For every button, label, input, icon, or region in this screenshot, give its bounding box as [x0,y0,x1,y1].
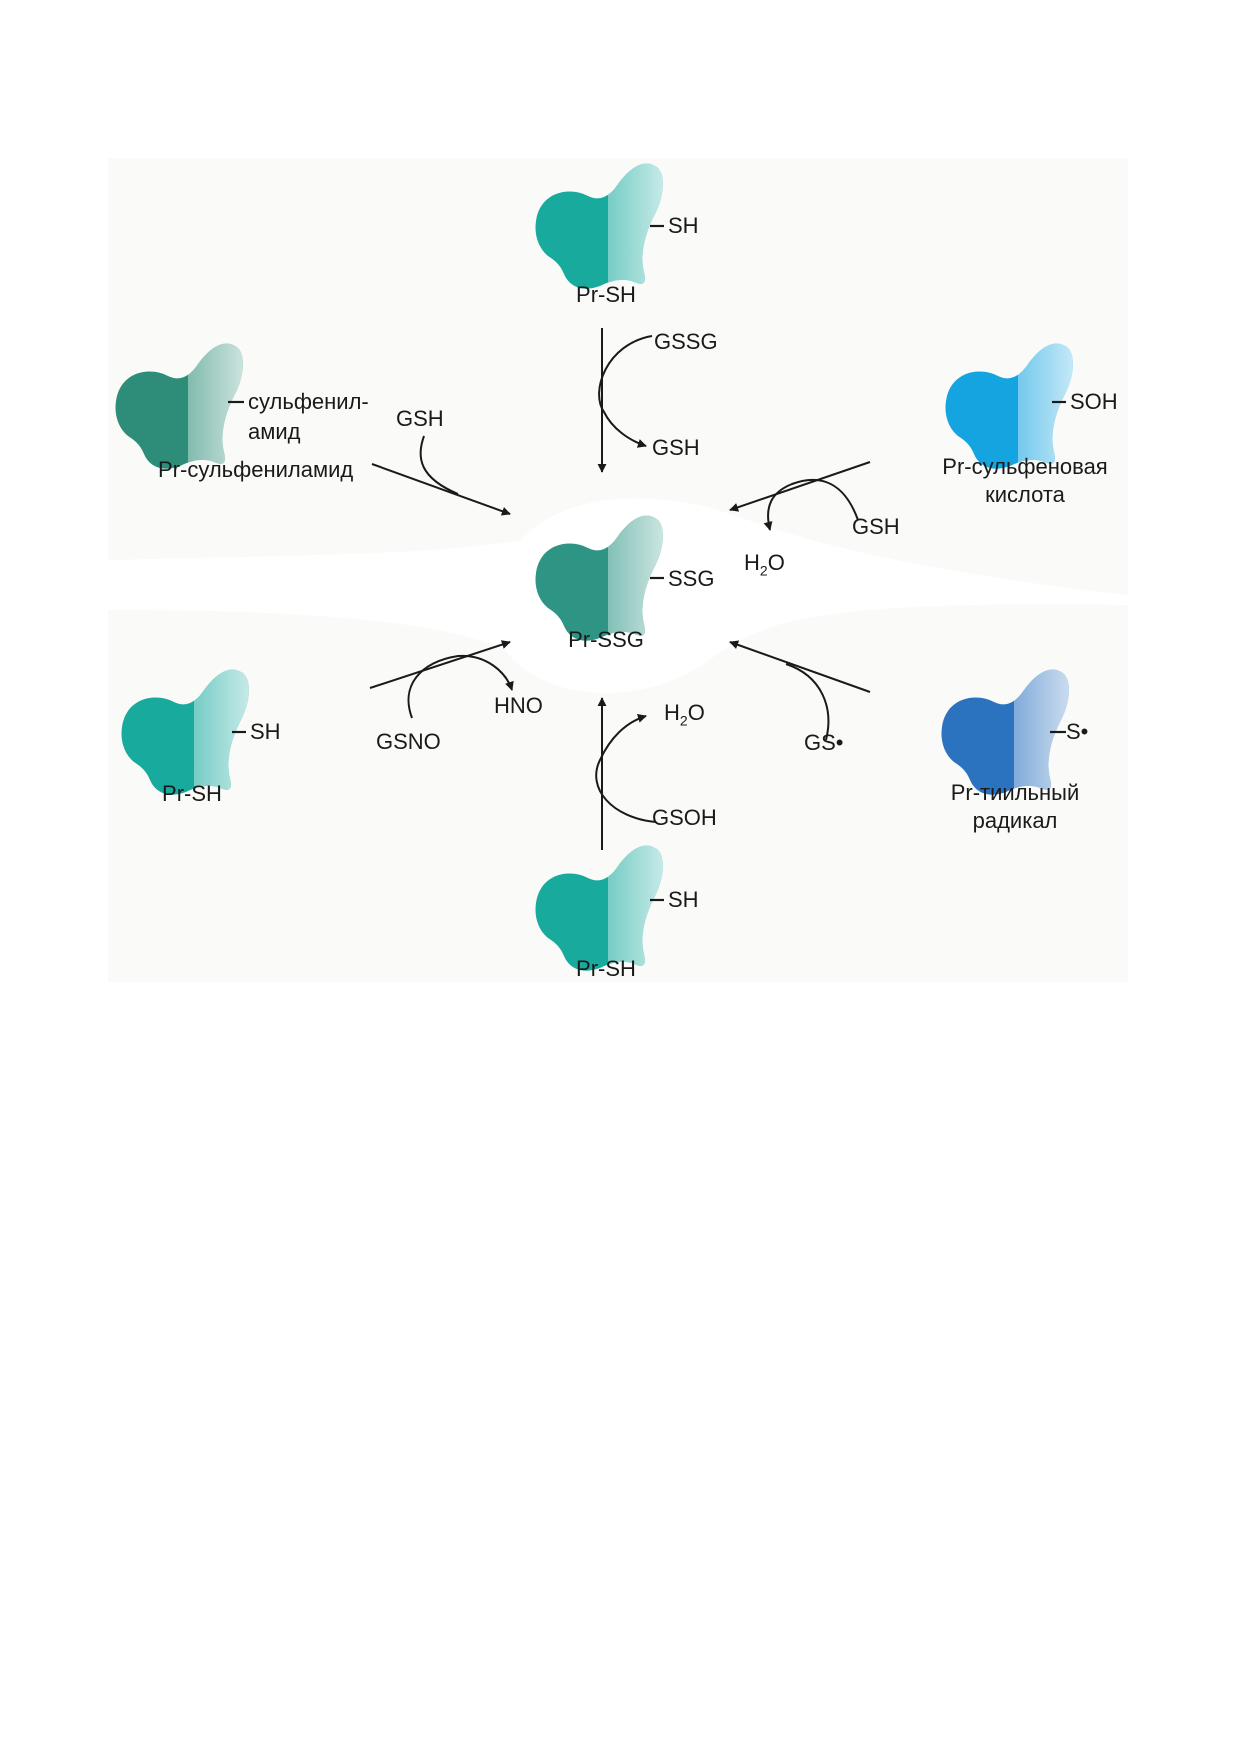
protein-upper-right-shape [945,343,1073,469]
protein-lower-right-shape [941,669,1069,795]
upper-right-reagent: GSH [852,514,900,539]
arrow-upper-right [729,461,871,512]
lower-right-reagent: GS• [804,730,844,755]
arrow-lower-right [729,640,871,693]
lower-right-protein-name-line2: радикал [972,808,1058,833]
lower-left-reagent: GSNO [376,729,441,754]
protein-lower-left-shape [121,669,249,795]
upper-left-group-line1: сульфенил- [248,389,369,414]
bottom-protein-name: Pr-SH [576,956,636,981]
curve-upper-right [763,478,859,531]
center-group-label: SSG [668,566,715,591]
upper-right-product: H2O [744,550,785,579]
top-group-label: SH [668,213,699,238]
lower-left-group-label: SH [250,719,281,744]
upper-right-group-label: SOH [1070,389,1118,414]
lower-right-group-label: S• [1066,719,1089,744]
curve-lower-left [407,654,514,719]
upper-right-protein-name-line2: кислота [985,482,1065,507]
lower-left-product: HNO [494,693,543,718]
bottom-group-label: SH [668,887,699,912]
bottom-reagent: GSOH [652,805,717,830]
bond-ticks [228,224,1066,902]
curve-top [598,335,653,448]
upper-left-protein-name: Pr-сульфениламид [158,457,354,482]
lower-right-protein-name-line1: Pr-тиильный [950,780,1080,805]
protein-upper-left-shape [115,343,243,469]
upper-left-reagent: GSH [396,406,444,431]
center-protein-name: Pr-SSG [568,627,644,652]
top-reagent: GSSG [654,329,718,354]
curve-lower-right [785,663,830,741]
upper-right-protein-name-line1: Pr-сульфеновая [942,454,1108,479]
lower-left-protein-name: Pr-SH [162,781,222,806]
protein-bottom-shape [535,845,663,971]
bottom-product: H2O [664,700,705,729]
protein-top-shape [535,163,663,289]
curve-bottom [595,714,657,823]
top-protein-name: Pr-SH [576,282,636,307]
arrow-lower-left [369,640,511,689]
top-product: GSH [652,435,700,460]
arrow-upper-left [371,463,511,516]
upper-left-group-line2: амид [248,419,301,444]
curve-upper-left [419,435,459,495]
